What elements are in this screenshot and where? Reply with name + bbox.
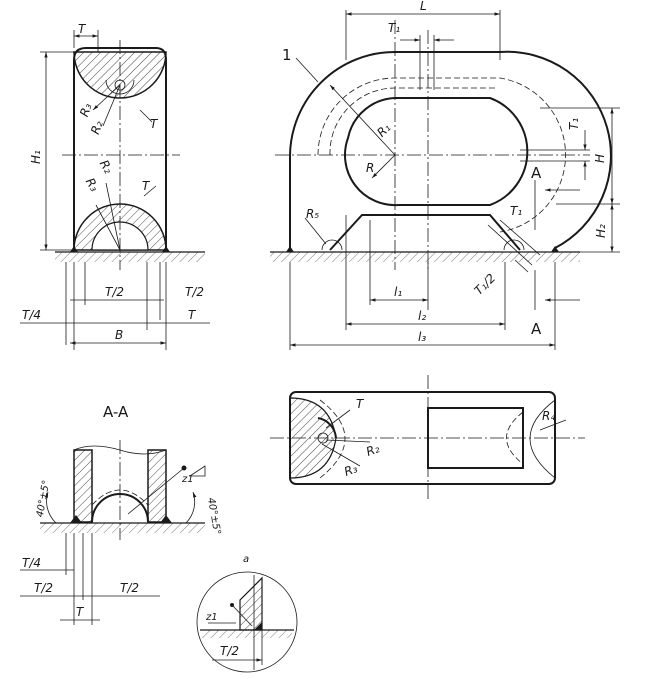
label-T-half-a: T/2 (105, 285, 124, 299)
label-T1-right: T₁ (567, 118, 581, 130)
label-H1: H₁ (29, 150, 43, 164)
label-detail-T-half: T/2 (220, 644, 239, 658)
label-T-half-b: T/2 (185, 285, 204, 299)
label-T1-lower: T₁ (510, 204, 522, 218)
label-T-bottom: T (142, 179, 151, 193)
label-H: H (593, 154, 607, 163)
label-plan-R2: R₂ (364, 441, 381, 459)
label-H2: H₂ (594, 224, 608, 238)
front-view: L T₁ 1 R₁ R T₁ H H₂ A A R₅ T₁ T₁/2 l₁ l₂… (270, 0, 620, 350)
plan-view: T R₂ R₃ R₄ (270, 375, 585, 500)
label-T-top: T (150, 117, 159, 131)
label-angle-right: 40°±5° (205, 497, 222, 536)
label-T1-top: T₁ (388, 21, 400, 35)
label-plan-T: T (356, 397, 365, 411)
label-weld-z1: z1 (181, 474, 194, 485)
label-R: R (366, 161, 374, 175)
label-T1-half: T₁/2 (472, 271, 499, 298)
label-R2-top: R₂ (88, 119, 106, 136)
label-R2-bottom: R₂ (97, 158, 116, 177)
label-section-A-bottom: A (531, 320, 542, 338)
label-T: T (78, 22, 87, 36)
label-angle-left: 40°±5° (35, 479, 52, 518)
detail-a: a z1 T/2 (196, 554, 298, 673)
label-l3: l₃ (418, 330, 426, 344)
label-detail-z1: z1 (205, 612, 218, 623)
label-l1: l₁ (394, 285, 402, 299)
label-R3-bottom: R₃ (83, 176, 102, 195)
label-T-quarter: T/4 (22, 308, 41, 322)
section-a-a: A-A T/4 T/2 T/2 T 40°±5° 40°±5° z1 (20, 403, 222, 625)
label-sec-T-half-b: T/2 (120, 581, 139, 595)
section-title: A-A (103, 403, 129, 421)
label-sec-T: T (76, 605, 85, 619)
label-detail-a: a (243, 554, 249, 565)
label-plan-R3: R₃ (342, 461, 359, 479)
label-ref-1: 1 (282, 46, 292, 64)
label-R5: R₅ (306, 207, 319, 221)
label-R1: R₁ (374, 120, 393, 139)
label-plan-R4: R₄ (542, 409, 555, 423)
label-section-A-top: A (531, 164, 542, 182)
label-L: L (420, 0, 427, 13)
label-R3-top: R₃ (77, 101, 95, 118)
label-sec-T-quarter: T/4 (22, 556, 41, 570)
label-l2: l₂ (418, 309, 426, 323)
label-sec-T-half-a: T/2 (34, 581, 53, 595)
label-B: B (115, 328, 123, 342)
side-view: T H₁ R₃ R₂ T R₂ R₃ T T/2 T/2 T/4 T B (20, 22, 210, 350)
label-T-right: T (188, 308, 197, 322)
